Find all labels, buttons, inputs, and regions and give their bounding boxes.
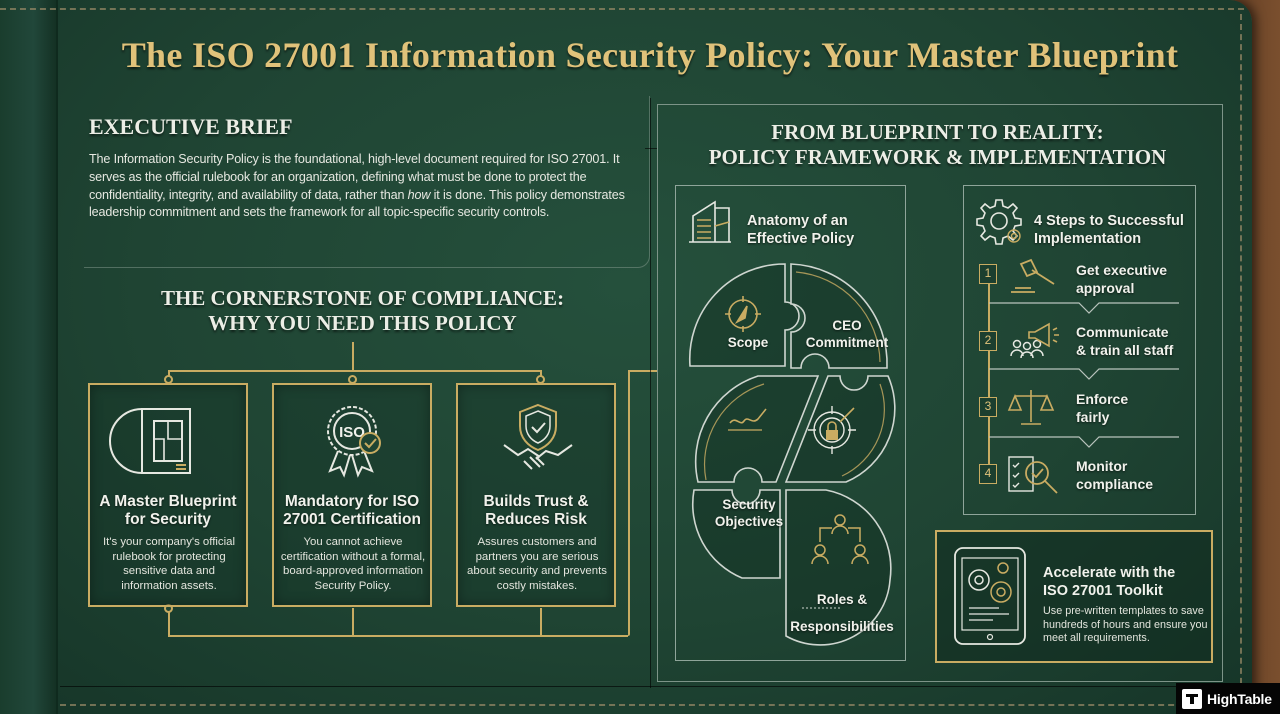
- gavel-icon: [1011, 258, 1055, 293]
- step4-line1: Monitor: [1076, 458, 1128, 474]
- hightable-logo-icon: [1182, 688, 1202, 709]
- brief-text: The Information Security Policy is the f…: [89, 152, 620, 202]
- megaphone-team-icon: [1010, 322, 1059, 359]
- tree-connector: [168, 608, 170, 636]
- tree-connector: [168, 370, 540, 372]
- step1-line2: approval: [1076, 279, 1135, 296]
- cornerstone-heading: THE CORNERSTONE OF COMPLIANCE: WHY YOU N…: [90, 286, 635, 336]
- steps-heading: 4 Steps to Successful Implementation: [1034, 212, 1184, 248]
- implementation-steps-box: [963, 185, 1196, 515]
- benefit-card-certification: ISO Mandatory for ISO 27001 Certificatio…: [272, 383, 432, 607]
- toolkit-title-line1: Accelerate with the: [1043, 565, 1176, 581]
- steps-heading-line1: 4 Steps to Successful: [1034, 213, 1184, 229]
- blueprint-line: [650, 98, 651, 688]
- cornerstone-heading-line1: THE CORNERSTONE OF COMPLIANCE:: [160, 286, 565, 310]
- step-number: 2: [979, 331, 997, 351]
- policy-anatomy-puzzle: [688, 263, 896, 646]
- executive-brief-body: The Information Security Policy is the f…: [89, 151, 629, 222]
- card-body: Assures customers and partners you are s…: [467, 536, 607, 592]
- page-title: The ISO 27001 Information Security Polic…: [121, 35, 1179, 75]
- card-body: It's your company's official rulebook fo…: [102, 536, 236, 592]
- shield-handshake-icon: [503, 403, 573, 470]
- book-spine: [0, 0, 58, 714]
- objectives-line2: Objectives: [714, 514, 784, 529]
- step-separator: [989, 302, 1179, 314]
- toolkit-title: Accelerate with the ISO 27001 Toolkit: [1043, 564, 1175, 600]
- tree-connector: [352, 608, 354, 636]
- roles-line2: Responsibilities: [790, 619, 894, 634]
- stitching-bottom: [60, 704, 1244, 706]
- benefit-card-trust: Builds Trust & Reduces Risk Assures cust…: [456, 383, 616, 607]
- executive-brief-heading: EXECUTIVE BRIEF: [89, 114, 293, 139]
- step2-line2: & train all staff: [1076, 341, 1174, 358]
- tablet-gears-icon: [954, 547, 1026, 645]
- blueprint-connector: [645, 148, 657, 149]
- step-label: Get executive approval: [1076, 262, 1167, 297]
- step-separator: [989, 436, 1179, 448]
- piece-label-security-objectives: Security Objectives: [708, 496, 790, 530]
- iso-badge-icon: ISO: [327, 406, 381, 478]
- card-title: Mandatory for ISO 27001 Certification: [283, 493, 421, 528]
- objectives-line1: Security: [722, 497, 776, 512]
- blueprint-icon: [109, 408, 191, 474]
- step-label: Communicate & train all staff: [1076, 324, 1173, 359]
- piece-label-scope: Scope: [727, 335, 769, 350]
- step-number: 1: [979, 264, 997, 284]
- step-separator: [989, 368, 1179, 380]
- gear-icon: [976, 199, 1022, 245]
- framework-panel-frame: [657, 104, 1223, 682]
- framework-heading-line2: POLICY FRAMEWORK & IMPLEMENTATION: [708, 145, 1167, 169]
- cornerstone-heading-line2: WHY YOU NEED THIS POLICY: [208, 311, 517, 335]
- card-title: A Master Blueprint for Security: [99, 493, 237, 528]
- building-icon: [689, 200, 731, 243]
- hightable-brand-badge[interactable]: HighTable: [1176, 683, 1280, 714]
- step-label: Enforce fairly: [1076, 391, 1128, 426]
- framework-heading: FROM BLUEPRINT TO REALITY: POLICY FRAMEW…: [665, 120, 1210, 170]
- step3-line2: fairly: [1076, 408, 1110, 425]
- ceo-line1: CEO: [832, 318, 862, 333]
- scales-icon: [1007, 390, 1055, 425]
- step-label: Monitor compliance: [1076, 458, 1153, 493]
- framework-heading-line1: FROM BLUEPRINT TO REALITY:: [771, 120, 1104, 144]
- toolkit-title-line2: ISO 27001 Toolkit: [1043, 583, 1163, 599]
- tree-connector: [168, 635, 628, 637]
- piece-label-ceo-commitment: CEO Commitment: [800, 317, 894, 351]
- brief-emphasis: how: [407, 187, 431, 202]
- card-body: You cannot achieve certification without…: [280, 536, 426, 592]
- step1-line1: Get executive: [1076, 262, 1168, 278]
- brand-name: HighTable: [1207, 690, 1272, 707]
- toolkit-body: Use pre-written templates to save hundre…: [1043, 605, 1208, 644]
- checklist-magnifier-icon: [1008, 456, 1058, 494]
- stitching-top: [0, 8, 1244, 10]
- roles-line1: Roles &: [816, 592, 868, 607]
- benefit-card-blueprint: A Master Blueprint for Security It's you…: [88, 383, 248, 607]
- step-number: 3: [979, 397, 997, 417]
- step2-line1: Communicate: [1076, 324, 1169, 340]
- brief-text-end: it is done. This policy demonstrates lea…: [89, 187, 625, 220]
- anatomy-heading-line1: Anatomy of an: [747, 213, 848, 229]
- tree-connector: [628, 372, 630, 636]
- anatomy-heading-line2: Effective Policy: [747, 231, 855, 247]
- svg-text:ISO: ISO: [339, 424, 365, 441]
- anatomy-box: [675, 185, 906, 661]
- steps-timeline: [988, 282, 990, 472]
- step4-line2: compliance: [1076, 475, 1154, 492]
- anatomy-heading: Anatomy of an Effective Policy: [747, 212, 854, 248]
- toolkit-callout[interactable]: [935, 530, 1213, 663]
- step3-line1: Enforce: [1076, 391, 1129, 407]
- piece-label-roles: Roles & Responsibilities: [786, 586, 898, 640]
- steps-heading-line2: Implementation: [1034, 231, 1142, 247]
- card-title: Builds Trust & Reduces Risk: [483, 493, 589, 528]
- ceo-line2: Commitment: [805, 335, 889, 350]
- step-number: 4: [979, 464, 997, 484]
- tree-connector: [352, 342, 354, 370]
- stitching-right: [1240, 14, 1242, 704]
- executive-brief-frame: [84, 96, 650, 268]
- tree-connector: [628, 370, 658, 372]
- tree-connector: [540, 608, 542, 636]
